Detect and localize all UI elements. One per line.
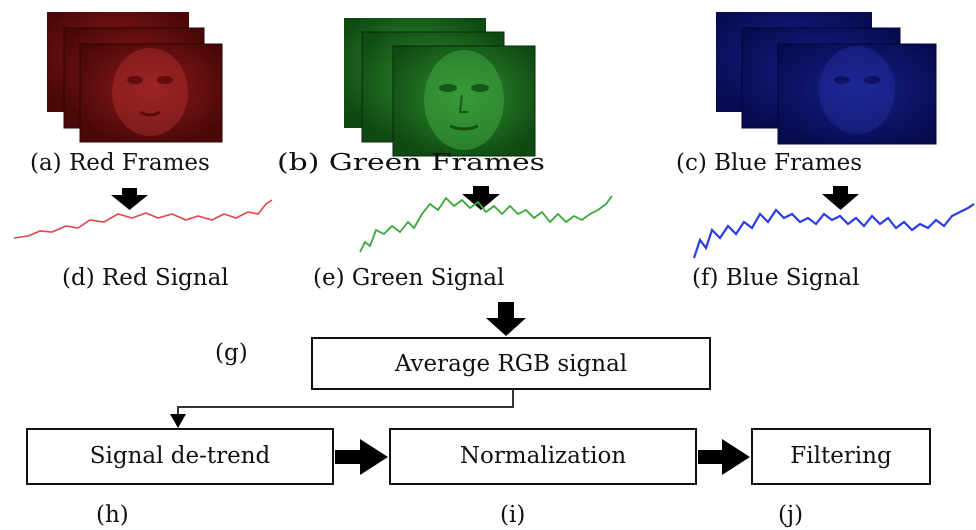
blue-frames-label: (c) Blue Frames [676, 150, 862, 176]
green-frames-label: (b) Green Frames [277, 150, 545, 176]
normalization-label: Normalization [460, 443, 626, 469]
blue-frames-stack [716, 12, 937, 145]
green-down-arrow [462, 186, 500, 210]
connector-g-to-h [177, 389, 514, 416]
average-rgb-label: Average RGB signal [394, 351, 627, 377]
step-j-tag: (j) [778, 502, 803, 528]
red-frame-front [79, 43, 223, 143]
step-g-tag: (g) [215, 340, 248, 366]
red-signal-trace [13, 199, 273, 239]
normalization-box [389, 428, 697, 485]
signal-detrend-box [26, 428, 334, 485]
green-signal-trace [359, 195, 613, 253]
red-frames-label: (a) Red Frames [30, 150, 210, 176]
filtering-label: Filtering [790, 443, 892, 469]
step-h-tag: (h) [96, 502, 129, 528]
arrow-i-to-j [698, 439, 750, 475]
red-frames-stack [47, 12, 223, 143]
green-signal-label: (e) Green Signal [313, 265, 504, 291]
face-icon [819, 46, 895, 134]
blue-frame-front [777, 43, 937, 145]
step-i-tag: (i) [500, 502, 525, 528]
green-frames-stack [344, 18, 536, 157]
filtering-box [751, 428, 931, 485]
face-icon [112, 48, 188, 136]
connector-arrowhead [170, 414, 186, 428]
blue-signal-trace [692, 203, 975, 259]
average-rgb-box [311, 337, 711, 390]
blue-down-arrow [822, 186, 859, 210]
red-signal-label: (d) Red Signal [62, 265, 229, 291]
arrow-h-to-i [335, 439, 388, 475]
face-icon [424, 50, 504, 150]
merge-down-arrow [486, 302, 526, 336]
signal-detrend-label: Signal de-trend [90, 443, 271, 469]
red-down-arrow [111, 188, 148, 210]
blue-signal-label: (f) Blue Signal [692, 265, 859, 291]
